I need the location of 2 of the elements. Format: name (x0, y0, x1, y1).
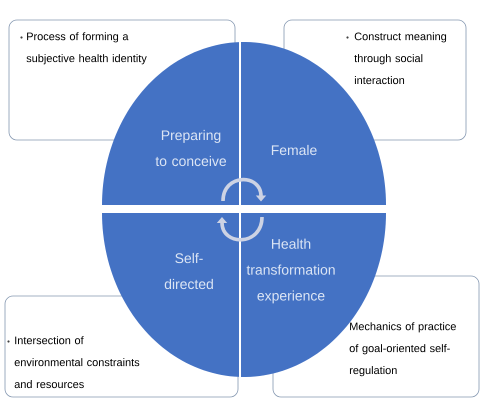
curved-arrow (216, 216, 264, 242)
curved-arrow (221, 178, 266, 202)
